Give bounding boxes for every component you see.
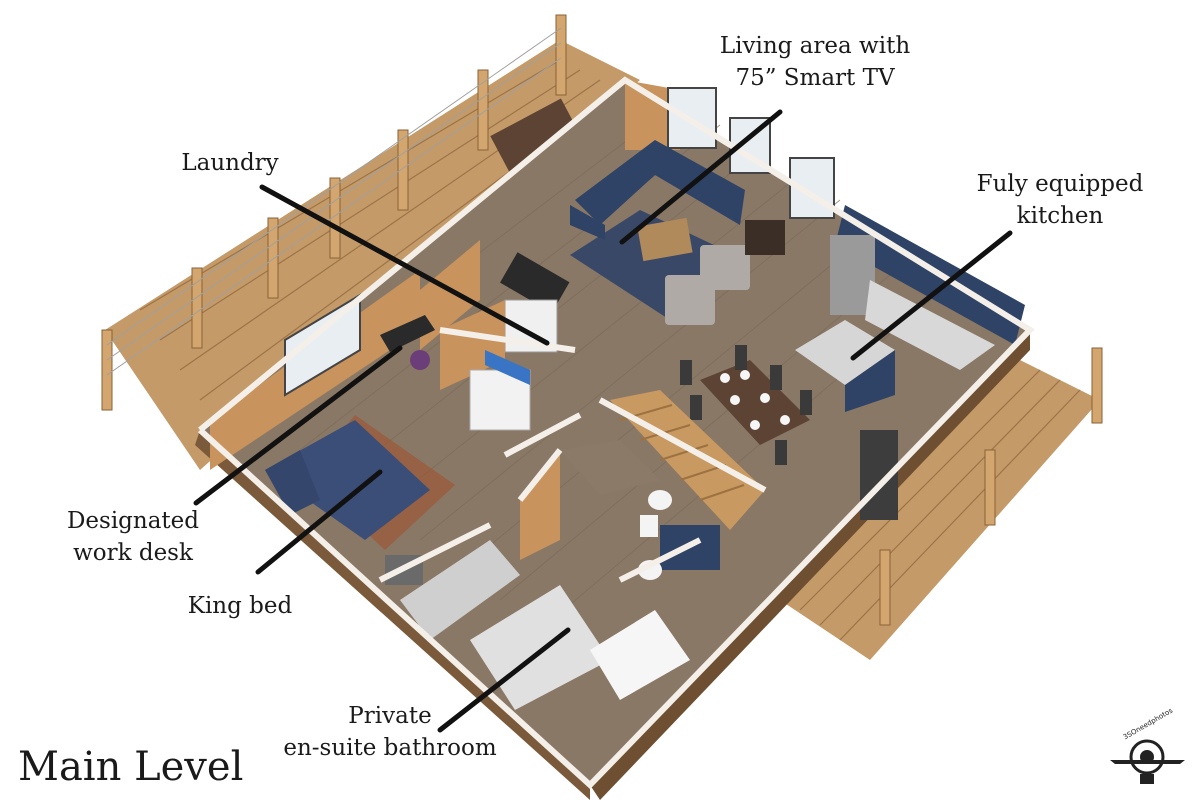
- callout-line-living: [619, 109, 783, 245]
- callout-lines: [193, 109, 1013, 733]
- callout-line-desk: [193, 345, 403, 506]
- label-living-area: Living area with 75” Smart TV: [719, 33, 911, 91]
- page-title: Main Level: [18, 744, 244, 790]
- left-deck: [101, 14, 640, 470]
- label-kitchen: Fuly equipped kitchen: [976, 171, 1144, 229]
- label-work-desk: Designated work desk: [66, 508, 200, 566]
- callout-line-laundry: [259, 184, 550, 346]
- label-bathroom: Private en-suite bathroom: [283, 703, 497, 761]
- bedroom: [265, 415, 455, 585]
- right-deck: [780, 347, 1103, 660]
- label-laundry: Laundry: [181, 150, 279, 176]
- callout-line-bath: [437, 627, 571, 733]
- callout-line-bed: [255, 469, 383, 575]
- living-area: [500, 140, 785, 325]
- watermark-logo: [1100, 712, 1195, 792]
- interior-walls: [197, 76, 1035, 790]
- callout-line-kitchen: [850, 230, 1013, 361]
- work-desk: [380, 315, 435, 370]
- label-king-bed: King bed: [187, 593, 293, 619]
